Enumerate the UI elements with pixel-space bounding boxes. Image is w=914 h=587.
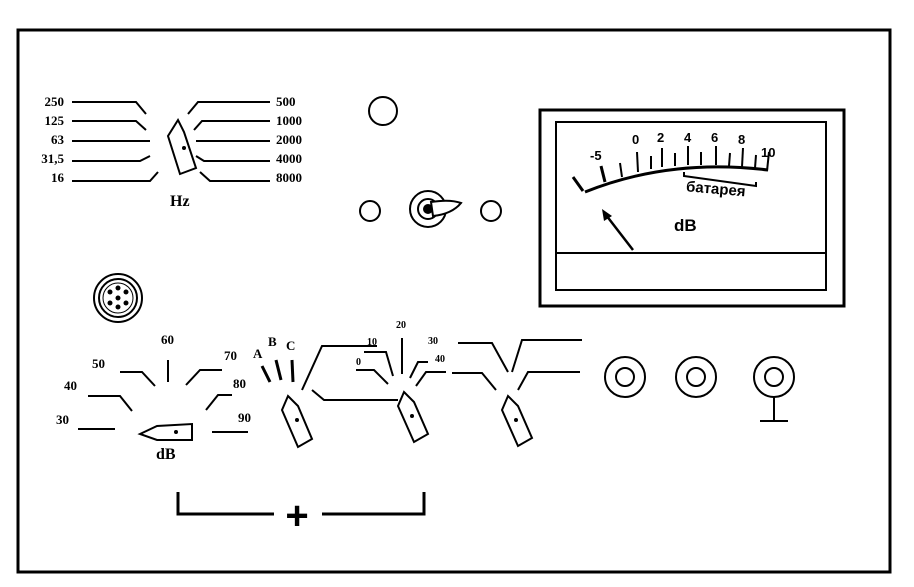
- left-jack-socket[interactable]: [359, 200, 381, 222]
- ground-socket[interactable]: [753, 356, 795, 422]
- output-knob-pointer[interactable]: [500, 394, 534, 448]
- attenuator-selector: 0 10 20 30 40: [356, 320, 446, 444]
- meter-scale-tick: [754, 154, 757, 169]
- meter-scale-tick: [741, 147, 744, 168]
- atten-label-40: 40: [435, 354, 445, 365]
- right-jack-socket[interactable]: [480, 200, 502, 222]
- meter-battery-label: батарея: [685, 178, 746, 200]
- level-tick-line: [205, 394, 232, 411]
- weighting-knob-pointer[interactable]: [280, 394, 314, 449]
- freq-label-4000: 4000: [276, 151, 302, 166]
- frequency-selector: 250 125 63 31,5 16 500 1000 2000 4000 80…: [41, 94, 302, 210]
- level-label-40: 40: [64, 378, 77, 393]
- output-tick-line: [511, 339, 582, 373]
- freq-tick-line: [193, 120, 270, 131]
- output-socket-2[interactable]: [675, 356, 717, 398]
- freq-tick-line: [195, 155, 270, 162]
- meter-label-4: 4: [684, 130, 692, 145]
- atten-tick-line: [415, 371, 446, 387]
- atten-label-10: 10: [367, 337, 377, 348]
- level-tick-line: [88, 395, 133, 412]
- atten-tick-line: [356, 369, 389, 385]
- weighting-label-b: B: [268, 334, 277, 349]
- meter-label-6: 6: [711, 130, 718, 145]
- connector-line: [311, 389, 398, 401]
- freq-tick-line: [72, 155, 151, 162]
- meter-label-10: 10: [761, 145, 775, 160]
- weighting-label-a: A: [253, 346, 263, 361]
- level-label-30: 30: [56, 412, 69, 427]
- meter-scale-tick: [571, 176, 585, 192]
- freq-tick-line: [199, 171, 270, 182]
- plus-symbol: +: [285, 494, 308, 538]
- level-label-80: 80: [233, 376, 246, 391]
- output-socket-1[interactable]: [604, 356, 646, 398]
- level-label-50: 50: [92, 356, 105, 371]
- meter-label-8: 8: [738, 132, 745, 147]
- frequency-knob-pointer[interactable]: [166, 117, 198, 176]
- output-selector: [452, 339, 582, 448]
- level-range-selector: 30 40 50 60 70 80 90 dB: [56, 332, 251, 463]
- level-tick-line: [185, 369, 222, 386]
- freq-unit-label: Hz: [170, 193, 190, 210]
- freq-label-250: 250: [45, 94, 65, 109]
- level-unit-label: dB: [156, 446, 176, 463]
- atten-label-0: 0: [356, 357, 361, 368]
- meter-label-0: 0: [632, 132, 639, 147]
- power-toggle-switch[interactable]: [409, 190, 463, 228]
- meter-label-2: 2: [657, 130, 664, 145]
- meter-scale-tick: [728, 152, 731, 167]
- weighting-tick: [290, 359, 295, 383]
- freq-label-8000: 8000: [276, 170, 302, 185]
- level-label-70: 70: [224, 348, 237, 363]
- meter-scale-tick: [599, 165, 607, 183]
- meter-needle: [602, 209, 634, 251]
- atten-label-30: 30: [428, 336, 438, 347]
- meter-scale-tick: [766, 151, 770, 172]
- meter-scale-arc: [584, 165, 769, 194]
- freq-tick-line: [72, 171, 159, 182]
- freq-tick-line: [72, 120, 147, 131]
- output-tick-line: [452, 372, 497, 391]
- sum-bracket: +: [176, 492, 426, 538]
- freq-label-500: 500: [276, 94, 296, 109]
- output-tick-line: [517, 371, 580, 391]
- freq-label-2000: 2000: [276, 132, 302, 147]
- freq-tick-line: [72, 101, 147, 115]
- indicator-lamp: [368, 96, 398, 126]
- level-label-60: 60: [161, 332, 174, 347]
- microphone-connector[interactable]: [93, 273, 143, 323]
- panel-frame: [16, 28, 892, 574]
- attenuator-knob-pointer[interactable]: [396, 390, 430, 444]
- output-tick-line: [458, 342, 509, 373]
- level-knob-pointer[interactable]: [137, 422, 193, 441]
- weighting-tick: [260, 365, 272, 383]
- freq-label-1000: 1000: [276, 113, 302, 128]
- meter-scale-tick: [619, 162, 623, 178]
- freq-label-63: 63: [51, 132, 65, 147]
- battery-range-bracket: [683, 172, 757, 188]
- atten-label-20: 20: [396, 320, 406, 331]
- freq-tick-line: [187, 101, 270, 115]
- level-tick-line: [120, 371, 156, 387]
- freq-label-125: 125: [45, 113, 65, 128]
- level-meter: -5 0 2 4 6 8 10 батарея dB: [538, 108, 846, 308]
- level-label-90: 90: [238, 410, 251, 425]
- weighting-label-c: C: [286, 338, 295, 353]
- atten-tick-line: [364, 351, 394, 377]
- freq-label-16: 16: [51, 170, 65, 185]
- weighting-selector: A B C: [253, 334, 314, 449]
- weighting-tick: [274, 359, 283, 381]
- meter-label-minus5: -5: [590, 148, 602, 163]
- meter-scale-tick: [636, 151, 639, 173]
- freq-label-31-5: 31,5: [41, 151, 64, 166]
- meter-unit-label: dB: [674, 216, 697, 235]
- connector-line: [301, 345, 377, 391]
- atten-tick-line: [409, 361, 428, 379]
